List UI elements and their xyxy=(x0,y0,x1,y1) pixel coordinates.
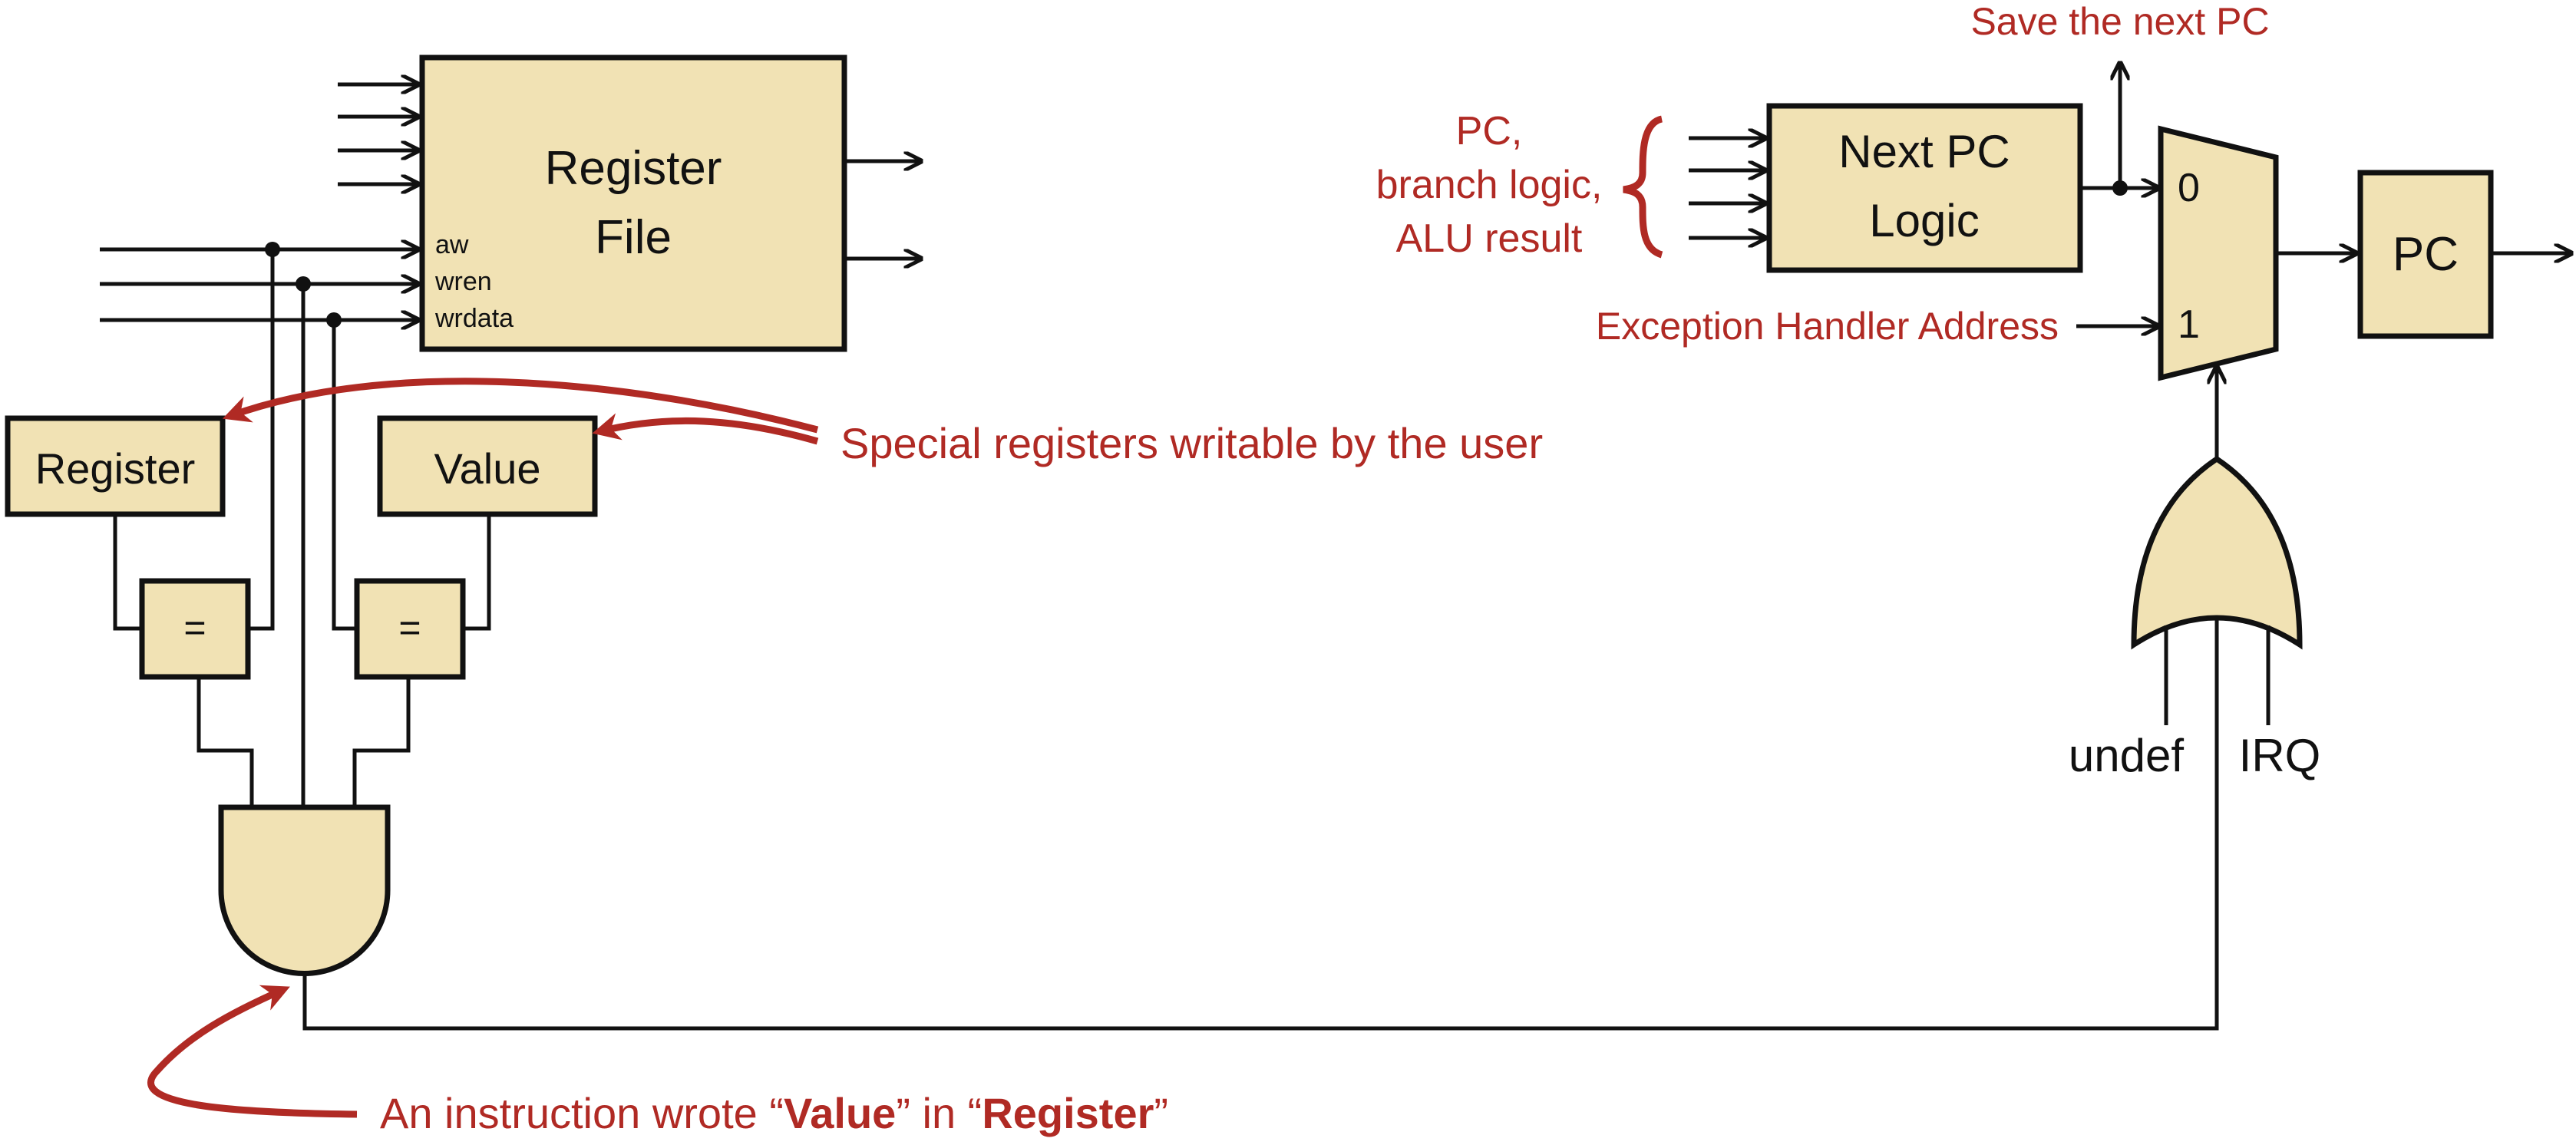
register-file-title-line2: File xyxy=(595,211,672,264)
mux-input-1: 1 xyxy=(2178,302,2200,347)
register-file-title-line1: Register xyxy=(545,142,722,195)
irq-label: IRQ xyxy=(2239,730,2321,781)
comparator-left-label: = xyxy=(183,606,206,649)
pc-mux xyxy=(2158,125,2279,381)
annotation-arrow-register xyxy=(222,378,819,434)
or-gate-input-wires xyxy=(2164,625,2271,725)
special-value-label: Value xyxy=(434,444,540,493)
pc-inputs-line1: PC, xyxy=(1456,109,1523,153)
and-to-or-wire xyxy=(302,614,2219,1031)
undef-label: undef xyxy=(2069,730,2184,781)
port-wren-label: wren xyxy=(434,267,492,296)
next-pc-inputs xyxy=(1689,138,1765,238)
register-file-box xyxy=(419,54,847,352)
instruction-annotation: An instruction wrote “Value” in “Registe… xyxy=(380,1089,1168,1137)
port-aw-label: aw xyxy=(435,230,469,259)
next-pc-line1: Next PC xyxy=(1838,126,2010,177)
special-registers-annotation: Special registers writable by the user xyxy=(841,419,1543,467)
register-file-inputs xyxy=(100,84,418,320)
next-pc-line2: Logic xyxy=(1869,195,1979,246)
special-register-box xyxy=(5,415,226,517)
instruction-value: Value xyxy=(784,1089,896,1137)
port-wrdata-label: wrdata xyxy=(434,304,514,333)
instruction-register: Register xyxy=(982,1089,1154,1137)
special-value-box xyxy=(377,415,598,517)
annotation-arrow-and xyxy=(147,985,358,1118)
inputs-brace xyxy=(1623,115,1663,259)
special-register-label: Register xyxy=(35,444,196,493)
instruction-prefix: An instruction wrote “ xyxy=(380,1089,784,1137)
pc-register-label: PC xyxy=(2393,228,2459,281)
pc-inputs-line2: branch logic, xyxy=(1376,163,1603,207)
exception-handler-label: Exception Handler Address xyxy=(1596,305,2059,348)
and-gate xyxy=(218,804,391,976)
save-next-pc-label: Save the next PC xyxy=(1970,0,2269,43)
annotation-arrow-value xyxy=(592,413,819,445)
comparator-wires xyxy=(113,249,491,807)
comparator-right-label: = xyxy=(398,606,421,649)
mux-input-0: 0 xyxy=(2178,166,2200,210)
instruction-suffix: ” xyxy=(1154,1089,1168,1137)
register-file-outputs xyxy=(844,161,921,259)
instruction-middle: ” in “ xyxy=(896,1089,982,1137)
or-gate xyxy=(2131,455,2303,650)
pc-inputs-line3: ALU result xyxy=(1396,216,1583,261)
